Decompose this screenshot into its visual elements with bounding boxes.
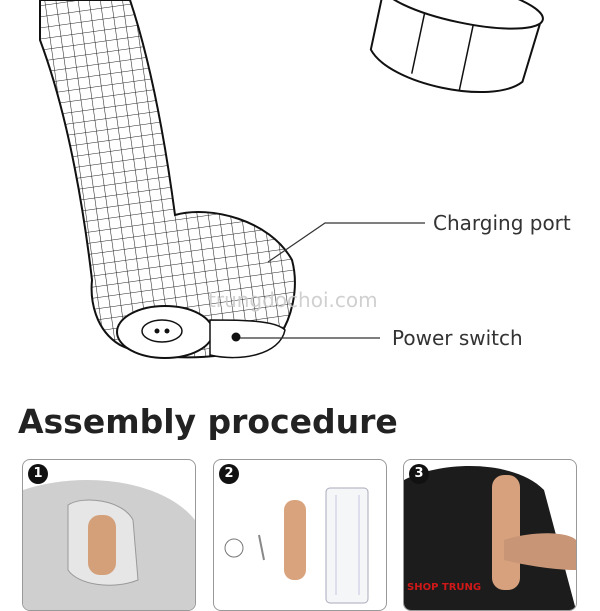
step-1-panel: 1 <box>22 459 196 611</box>
power-switch-label: Power switch <box>392 326 523 350</box>
step-1-illustration <box>23 480 195 610</box>
step-number-badge: 2 <box>219 464 239 484</box>
step-number-badge: 3 <box>409 464 429 484</box>
step-3-panel: 3 SHOP TRUNG <box>403 459 577 611</box>
step-2-panel: 2 <box>213 459 387 611</box>
step-2-illustration <box>224 487 369 604</box>
watermark: trungdochoi.com <box>208 288 378 312</box>
step-3-illustration <box>404 466 576 610</box>
charging-port-label: Charging port <box>433 211 571 235</box>
shop-watermark: SHOP TRUNG <box>407 582 482 593</box>
product-line-drawing <box>39 0 544 359</box>
assembly-title: Assembly procedure <box>18 402 398 441</box>
step-number-badge: 1 <box>28 464 48 484</box>
